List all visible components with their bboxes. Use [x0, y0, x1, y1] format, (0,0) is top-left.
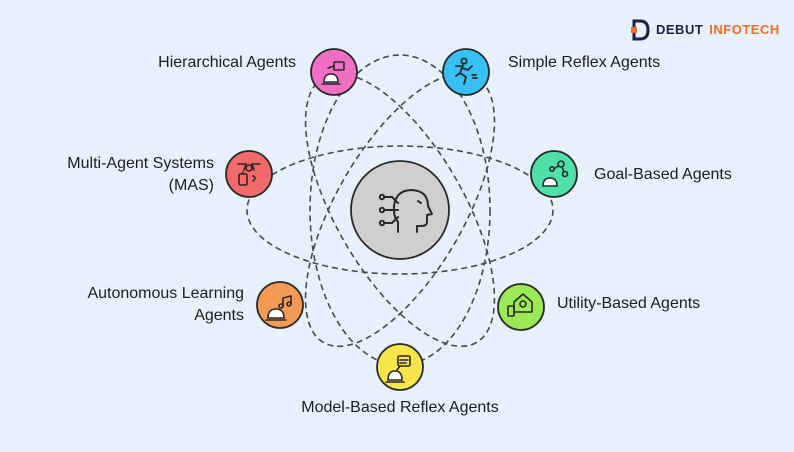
hierarchy-icon: [321, 61, 345, 85]
brand-name-part2: INFOTECH: [709, 21, 780, 37]
label-hierarchical-agents: Hierarchical Agents: [158, 54, 296, 71]
label-goal-based-agents: Goal-Based Agents: [594, 166, 732, 183]
brand-logo: DEBUT INFOTECH: [630, 17, 780, 41]
label-model-based-reflex-agents: Model-Based Reflex Agents: [301, 399, 499, 416]
brand-name-part1: DEBUT: [656, 21, 704, 37]
label-utility-based-agents: Utility-Based Agents: [557, 295, 701, 312]
node-autonomous-learning-agents: [256, 281, 304, 329]
label-autonomous-learning-line2: Agents: [194, 307, 244, 324]
orbit-ellipse: [246, 145, 554, 275]
node-goal-based-agents: [530, 150, 578, 198]
node-utility-based-agents: [497, 283, 545, 331]
ai-head-icon: [378, 189, 433, 233]
label-multi-agent-systems: Multi-Agent Systems: [67, 155, 214, 172]
debut-logo-icon: [631, 19, 650, 41]
label-multi-agent-systems-line2: (MAS): [168, 177, 214, 194]
model-icon: [385, 355, 411, 383]
node-simple-reflex-agents: [442, 48, 490, 96]
node-hierarchical-agents: [310, 48, 358, 96]
label-simple-reflex-agents: Simple Reflex Agents: [508, 54, 661, 71]
label-autonomous-learning: Autonomous Learning: [87, 285, 244, 302]
multi-agent-icon: [237, 163, 261, 186]
learning-icon: [265, 295, 292, 321]
node-multi-agent-systems: [225, 150, 273, 198]
utility-icon: [507, 293, 533, 317]
node-model-based-reflex-agents: [376, 343, 424, 391]
goal-icon: [542, 160, 569, 187]
reflex-icon: [455, 57, 478, 85]
center-node: [350, 160, 450, 260]
